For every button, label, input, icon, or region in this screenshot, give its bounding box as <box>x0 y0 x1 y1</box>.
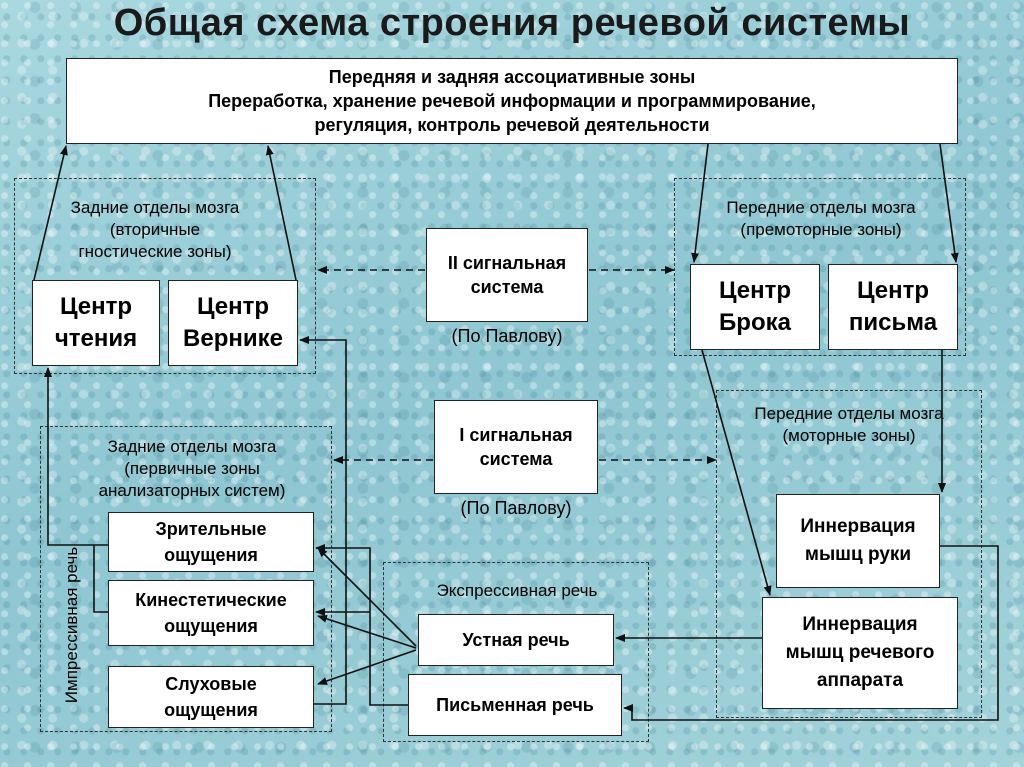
association-line-3: регуляция, контроль речевой деятельности <box>314 115 710 135</box>
auditory-sensations-box: Слуховые ощущения <box>108 666 314 728</box>
line-oral-to-kinesthetic <box>317 614 417 649</box>
center-reading-box: Центр чтения <box>32 280 160 366</box>
signal-system-1-box: I сигнальная система <box>434 400 598 494</box>
speech-innervation-box: Иннервация мышц речевого аппарата <box>762 597 958 709</box>
region-posterior-secondary <box>14 178 316 374</box>
anterior-premotor-label: Передние отделы мозга (премоторные зоны) <box>726 198 916 239</box>
signal-system-2-box: II сигнальная система <box>426 228 588 322</box>
visual-sensations-box: Зрительные ощущения <box>108 512 314 572</box>
posterior-primary-label: Задние отделы мозга (первичные зоны анал… <box>98 437 286 500</box>
association-line-1: Передняя и задняя ассоциативные зоны <box>328 67 696 87</box>
line-visual-to-reading <box>44 367 108 546</box>
oral-speech-box: Устная речь <box>418 614 614 666</box>
arrow-hand-to-written <box>623 545 999 721</box>
arrow-association-to-writing <box>939 143 959 263</box>
region-posterior-primary <box>40 426 332 732</box>
region-expressive-speech <box>383 562 649 742</box>
hand-innervation-box: Иннервация мышц руки <box>776 494 940 588</box>
center-wernicke-box: Центр Вернике <box>168 280 298 366</box>
center-broca-box: Центр Брока <box>690 264 820 350</box>
line-oral-to-auditory <box>317 649 417 685</box>
arrow-broca-to-speech <box>701 349 772 596</box>
signal-system-2-note: (По Павлову) <box>451 326 563 346</box>
line-oral-to-visual <box>317 547 417 647</box>
line-auditory-to-wernicke <box>299 336 347 705</box>
line-kinesthetic-to-reading <box>93 545 108 613</box>
line-written-to-visual <box>315 544 408 706</box>
kinesthetic-sensations-box: Кинестетические ощущения <box>108 580 314 646</box>
expressive-speech-label: Экспрессивная речь <box>436 581 598 600</box>
signal-system-1-note: (По Павлову) <box>460 498 572 518</box>
center-writing-box: Центр письма <box>828 264 958 350</box>
arrow-association-to-broca <box>691 143 709 263</box>
arrow-wernicke-to-association <box>265 145 297 281</box>
region-anterior-motor <box>716 390 982 718</box>
written-speech-box: Письменная речь <box>408 674 622 736</box>
association-line-2: Переработка, хранение речевой информации… <box>208 91 816 111</box>
posterior-secondary-label: Задние отделы мозга (вторичные гностичес… <box>70 198 240 261</box>
arrow-reading-to-association <box>33 145 68 281</box>
association-zones-box: Передняя и задняя ассоциативные зоны Пер… <box>66 58 958 144</box>
page-title: Общая схема строения речевой системы <box>113 2 911 44</box>
anterior-motor-label: Передние отделы мозга (моторные зоны) <box>754 404 944 445</box>
